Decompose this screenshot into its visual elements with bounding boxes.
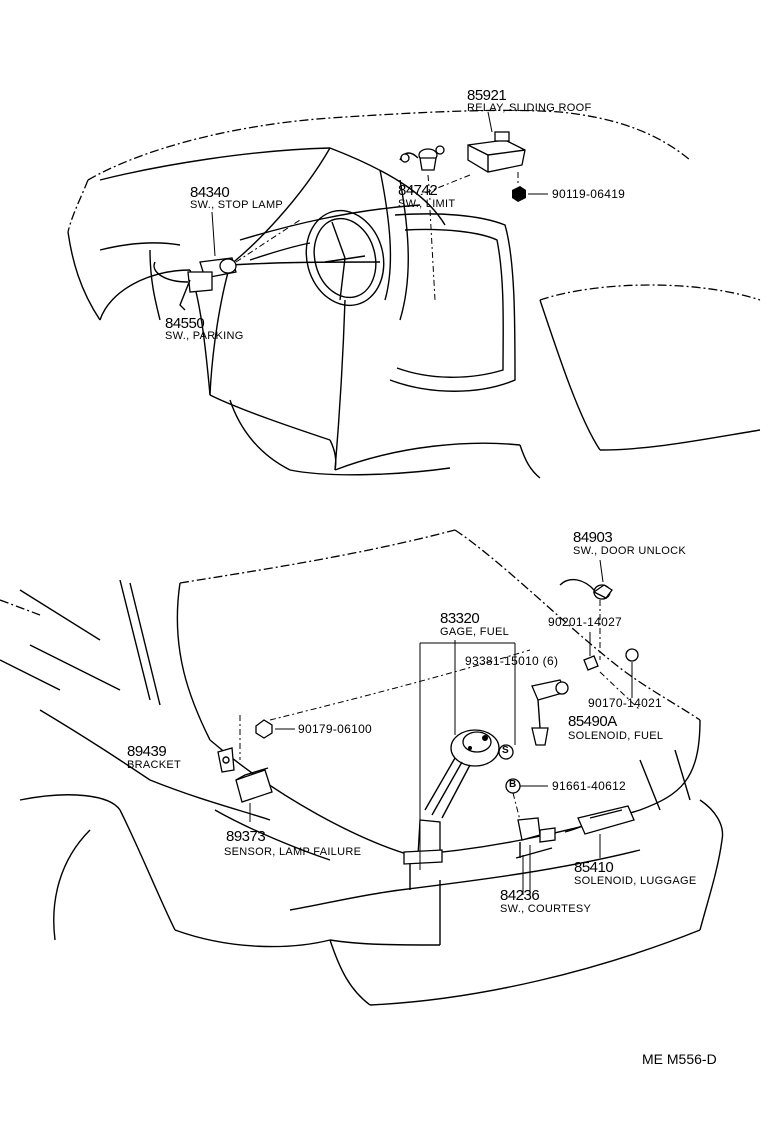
part-number-91661-40612: 91661-40612 (552, 779, 627, 793)
part-name-84236: SW., COURTESY (500, 903, 592, 915)
part-number-84550: 84550 (165, 315, 205, 332)
limit-switch-84742-drawing (399, 145, 445, 301)
part-number-84340: 84340 (190, 184, 230, 201)
part-name-85921: RELAY, SLIDING ROOF (467, 102, 592, 114)
diagram-code: ME M556-D (642, 1051, 717, 1067)
part-number-89439: 89439 (127, 743, 167, 760)
part-name-84550: SW., PARKING (165, 330, 244, 342)
part-name-83320: GAGE, FUEL (440, 626, 510, 638)
part-name-84340: SW., STOP LAMP (190, 199, 284, 211)
marker-s: S (502, 745, 509, 756)
markers (498, 744, 548, 821)
part-number-93381-15010: 93381-15010 (6) (465, 654, 559, 668)
part-number-84903: 84903 (573, 529, 613, 546)
door-unlock-switch-84903-drawing (559, 559, 613, 660)
part-number-84742: 84742 (398, 182, 438, 199)
fuel-solenoid-85490A-drawing (531, 632, 641, 746)
part-number-84236: 84236 (500, 887, 540, 904)
part-number-90201-14027: 90201-14027 (548, 615, 623, 629)
relay-85921-drawing (419, 111, 548, 202)
part-name-85410: SOLENOID, LUGGAGE (574, 875, 697, 887)
courtesy-switch-84236-drawing (515, 817, 556, 895)
part-number-83320: 83320 (440, 610, 480, 627)
part-number-89373: 89373 (226, 828, 266, 845)
lower-car-body (0, 529, 724, 1006)
luggage-solenoid-85410-drawing (564, 805, 635, 858)
fuel-gage-83320-drawing (403, 640, 516, 870)
part-number-85921: 85921 (467, 87, 507, 104)
part-name-84903: SW., DOOR UNLOCK (573, 545, 686, 557)
part-name-85490A: SOLENOID, FUEL (568, 730, 664, 742)
bracket-89439-drawing (217, 747, 235, 773)
upper-car-body (67, 109, 761, 479)
part-number-85410: 85410 (574, 859, 614, 876)
part-name-89373: SENSOR, LAMP FAILURE (224, 846, 362, 858)
part-name-89439: BRACKET (127, 759, 182, 771)
part-number-90170-14021: 90170-14021 (588, 696, 663, 710)
stop-lamp-switch-drawing (153, 211, 301, 311)
part-number-90179-06100: 90179-06100 (298, 722, 373, 736)
part-number-90119-06419: 90119-06419 (552, 187, 626, 201)
marker-b: B (509, 779, 517, 790)
part-number-85490A: 85490A (568, 713, 617, 730)
part-name-84742: SW., LIMIT (398, 198, 456, 210)
sensor-89373-drawing (235, 767, 273, 822)
nut-90179-drawing (239, 715, 295, 760)
